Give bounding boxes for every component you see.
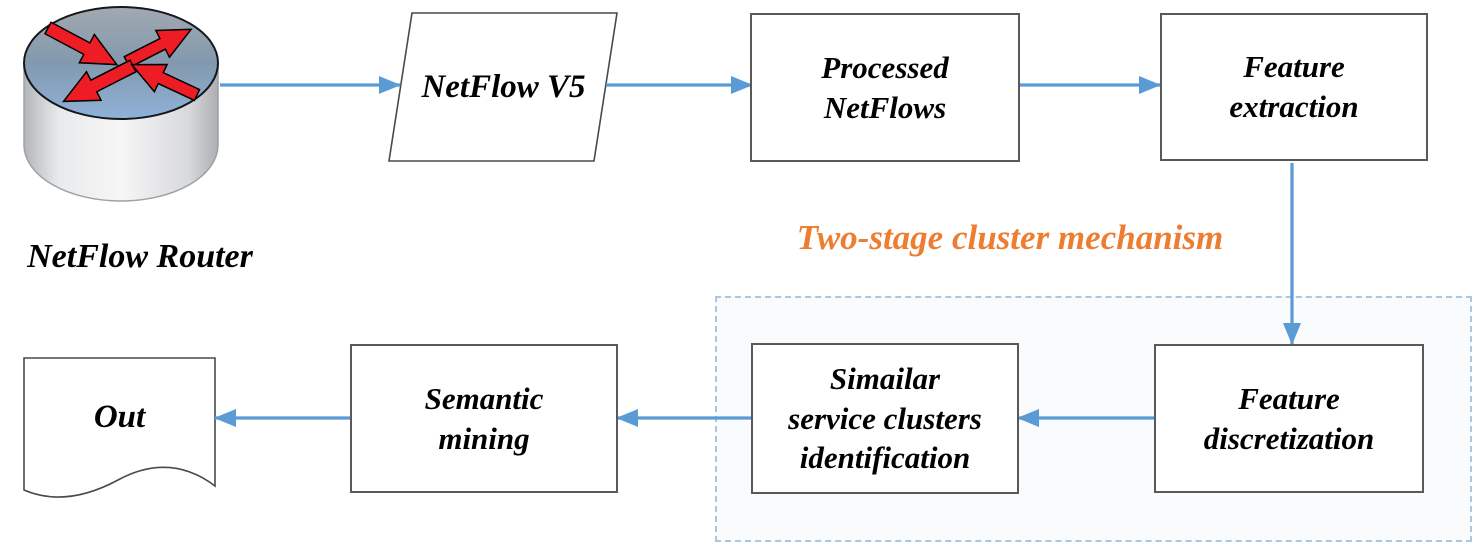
node-semantic-mining-line2: mining [438,420,530,456]
node-similar-service-clusters-line3: identification [799,440,971,476]
router-icon [23,6,219,202]
node-processed-netflows: Processed NetFlows [750,13,1020,162]
node-similar-service-clusters-line2: service clusters [788,400,982,436]
node-similar-service-clusters: Simailar service clusters identification [751,343,1019,494]
node-feature-discretization-line2: discretization [1203,420,1375,456]
node-feature-extraction-line1: Feature [1243,49,1345,85]
netflow-v5-label: NetFlow V5 [421,68,586,105]
router-arrow-outward-sw [61,59,137,103]
router-traffic-arrows [43,21,201,103]
node-processed-netflows-line1: Processed [821,49,949,85]
out-document-shape [23,357,216,498]
router-label: NetFlow Router [27,238,253,275]
router-arrow-inward-nw [43,21,119,66]
node-processed-netflows-line2: NetFlows [823,89,947,125]
node-feature-discretization-line1: Feature [1238,380,1340,416]
node-semantic-mining-line1: Semantic [424,380,544,416]
node-feature-discretization: Feature discretization [1154,344,1424,493]
two-stage-cluster-heading: Two-stage cluster mechanism [796,218,1224,257]
netflow-v5-parallelogram-shape [388,12,618,162]
node-feature-extraction-line2: extraction [1229,89,1359,124]
node-semantic-mining: Semantic mining [350,344,618,493]
router-arrow-inward-se [130,63,201,102]
node-similar-service-clusters-line1: Simailar [829,360,941,396]
node-feature-extraction: Feature extraction [1160,13,1428,161]
out-label: Out [93,398,146,435]
